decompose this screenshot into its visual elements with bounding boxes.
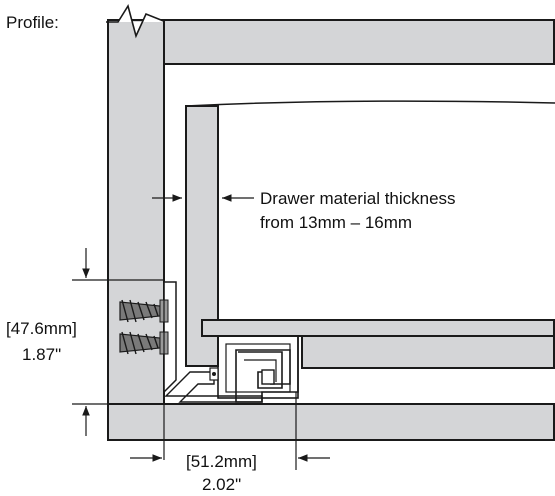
height-label-in: 1.87" (22, 345, 61, 364)
slide-mechanism (163, 281, 299, 403)
cabinet-top-panel (163, 19, 555, 65)
width-label-mm: [51.2mm] (186, 452, 257, 471)
width-label-in: 2.02" (202, 475, 241, 494)
drawer-top-edge (185, 100, 555, 107)
cabinet-side-panel (107, 19, 165, 441)
drawer-bottom-panel (201, 319, 555, 337)
profile-label: Profile: (6, 13, 59, 32)
cabinet-bottom-panel (107, 403, 555, 441)
width-dimension (130, 392, 330, 470)
thickness-label-line2: from 13mm – 16mm (260, 213, 412, 232)
thickness-dimension (152, 194, 254, 460)
height-label-mm: [47.6mm] (6, 319, 77, 338)
drawer-bottom-rail (301, 335, 555, 369)
thickness-label-line1: Drawer material thickness (260, 189, 456, 208)
height-dimension (72, 248, 164, 436)
break-symbol (106, 4, 167, 39)
